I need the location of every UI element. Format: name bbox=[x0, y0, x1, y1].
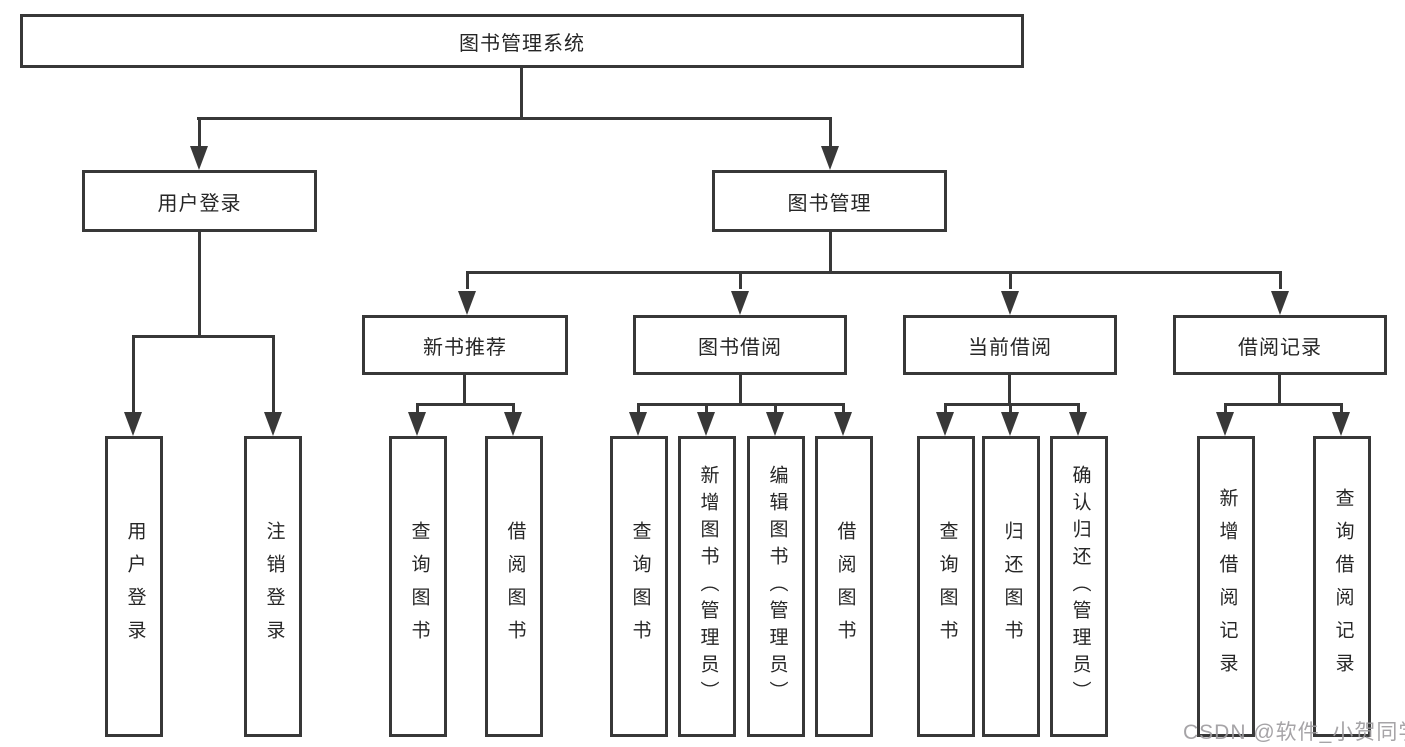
node-label: 用户登录 bbox=[157, 192, 242, 215]
node-label: 确认归还（管理员） bbox=[1069, 465, 1091, 708]
connector-arrow-down bbox=[504, 412, 522, 436]
connector-line bbox=[463, 375, 466, 406]
connector-arrow-down bbox=[766, 412, 784, 436]
node-label: 归还图书 bbox=[1001, 520, 1023, 653]
connector-line bbox=[132, 337, 135, 414]
connector-line bbox=[198, 118, 201, 150]
connector-line bbox=[829, 231, 832, 273]
node-cb-query-books: 查询图书 bbox=[917, 436, 975, 737]
connector-arrow-down bbox=[1216, 412, 1234, 436]
connector-line bbox=[739, 273, 742, 289]
connector-line bbox=[197, 117, 832, 120]
node-library-management-system: 图书管理系统 bbox=[20, 14, 1024, 68]
node-label: 用户登录 bbox=[124, 520, 146, 653]
node-cb-confirm-return-admin: 确认归还（管理员） bbox=[1050, 436, 1108, 737]
node-nbr-query-books: 查询图书 bbox=[389, 436, 447, 737]
connector-line bbox=[1008, 375, 1011, 406]
node-label: 图书借阅 bbox=[698, 336, 782, 359]
connector-arrow-down bbox=[1271, 291, 1289, 315]
connector-arrow-down bbox=[1332, 412, 1350, 436]
connector-line bbox=[944, 405, 947, 415]
connector-line bbox=[842, 405, 845, 415]
connector-line bbox=[1009, 273, 1012, 289]
watermark: CSDN @软件_小贺同学 bbox=[1183, 721, 1405, 744]
connector-line bbox=[272, 337, 275, 414]
connector-arrow-down bbox=[697, 412, 715, 436]
node-bb-query-books: 查询图书 bbox=[610, 436, 668, 737]
connector-arrow-down bbox=[936, 412, 954, 436]
connector-arrow-down bbox=[190, 146, 208, 170]
connector-arrow-down bbox=[458, 291, 476, 315]
connector-line bbox=[829, 118, 832, 150]
connector-line bbox=[705, 405, 708, 415]
connector-line bbox=[198, 231, 201, 337]
connector-line bbox=[1279, 273, 1282, 289]
node-label: 图书管理系统 bbox=[459, 32, 585, 55]
node-label: 查询借阅记录 bbox=[1332, 487, 1354, 686]
node-bb-borrow-books: 借阅图书 bbox=[815, 436, 873, 737]
connector-line bbox=[1009, 405, 1012, 415]
connector-arrow-down bbox=[731, 291, 749, 315]
connector-line bbox=[466, 271, 1282, 274]
node-user-login: 用户登录 bbox=[82, 170, 317, 232]
connector-line bbox=[1224, 405, 1227, 415]
node-borrowing-records: 借阅记录 bbox=[1173, 315, 1387, 375]
connector-line bbox=[512, 405, 515, 415]
connector-arrow-down bbox=[1069, 412, 1087, 436]
node-label: 借阅图书 bbox=[834, 520, 856, 653]
connector-line bbox=[1340, 405, 1343, 415]
connector-arrow-down bbox=[124, 412, 142, 436]
node-nbr-borrow-books: 借阅图书 bbox=[485, 436, 543, 737]
connector-line bbox=[466, 273, 469, 289]
node-label: 借阅记录 bbox=[1238, 336, 1322, 359]
node-book-management: 图书管理 bbox=[712, 170, 947, 232]
node-br-query-record: 查询借阅记录 bbox=[1313, 436, 1371, 737]
connector-line bbox=[739, 375, 742, 406]
connector-line bbox=[520, 68, 523, 120]
node-label: 查询图书 bbox=[936, 520, 958, 653]
connector-line bbox=[1278, 375, 1281, 406]
node-label: 借阅图书 bbox=[504, 520, 526, 653]
node-br-add-record: 新增借阅记录 bbox=[1197, 436, 1255, 737]
connector-line bbox=[637, 405, 640, 415]
node-label: 注销登录 bbox=[263, 520, 285, 653]
connector-arrow-down bbox=[264, 412, 282, 436]
connector-arrow-down bbox=[1001, 412, 1019, 436]
node-current-borrowing: 当前借阅 bbox=[903, 315, 1117, 375]
node-new-book-recommendation: 新书推荐 bbox=[362, 315, 568, 375]
connector-line bbox=[774, 405, 777, 415]
node-book-borrowing: 图书借阅 bbox=[633, 315, 847, 375]
node-bb-edit-books-admin: 编辑图书（管理员） bbox=[747, 436, 805, 737]
connector-line bbox=[416, 405, 419, 415]
connector-line bbox=[1224, 403, 1343, 406]
connector-line bbox=[637, 403, 845, 406]
connector-arrow-down bbox=[629, 412, 647, 436]
node-label: 新增借阅记录 bbox=[1216, 487, 1238, 686]
node-leaf-logout: 注销登录 bbox=[244, 436, 302, 737]
node-bb-add-books-admin: 新增图书（管理员） bbox=[678, 436, 736, 737]
node-label: 查询图书 bbox=[629, 520, 651, 653]
node-label: 新书推荐 bbox=[423, 336, 507, 359]
connector-line bbox=[944, 403, 1080, 406]
connector-arrow-down bbox=[408, 412, 426, 436]
connector-line bbox=[1077, 405, 1080, 415]
node-label: 新增图书（管理员） bbox=[697, 465, 719, 708]
connector-line bbox=[132, 335, 275, 338]
connector-arrow-down bbox=[821, 146, 839, 170]
node-label: 图书管理 bbox=[787, 192, 872, 215]
node-leaf-user-login: 用户登录 bbox=[105, 436, 163, 737]
node-label: 编辑图书（管理员） bbox=[766, 465, 788, 708]
connector-line bbox=[416, 403, 515, 406]
connector-arrow-down bbox=[1001, 291, 1019, 315]
node-label: 当前借阅 bbox=[968, 336, 1052, 359]
connector-arrow-down bbox=[834, 412, 852, 436]
node-label: 查询图书 bbox=[408, 520, 430, 653]
node-cb-return-books: 归还图书 bbox=[982, 436, 1040, 737]
